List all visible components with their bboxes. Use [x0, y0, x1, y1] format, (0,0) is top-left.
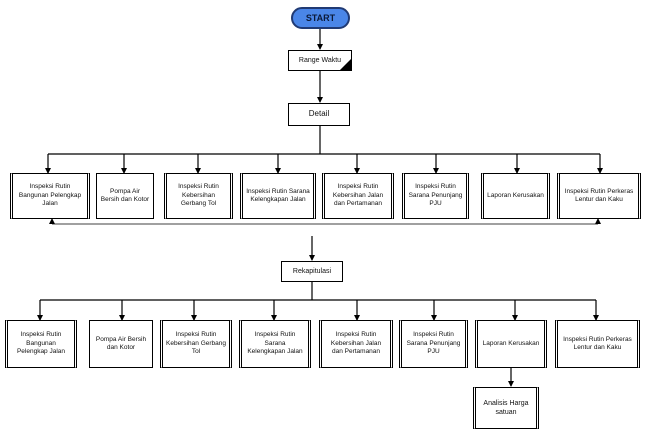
- process-box-row1: Inspeksi Rutin Kebersihan Gerbang Tol: [164, 173, 233, 219]
- process-box-row2: Inspeksi Rutin Bangunan Pelengkap Jalan: [5, 320, 77, 368]
- process-box-row1: Inspeksi Rutin Perkeras Lentur dan Kaku: [557, 173, 641, 219]
- process-box-row2: Inspeksi Rutin Sarana Penunjang PJU: [399, 320, 468, 368]
- process-box-row1: Inspeksi Rutin Bangunan Pelengkap Jalan: [10, 173, 90, 219]
- process-box-row1: Inspeksi Rutin Sarana Kelengkapan Jalan: [240, 173, 316, 219]
- process-box-row2: Laporan Kerusakan: [475, 320, 547, 368]
- process-box-row2: Inspeksi Rutin Sarana Kelengkapan Jalan: [239, 320, 311, 368]
- start-terminal: START: [291, 7, 350, 29]
- process-box-row2: Inspeksi Rutin Perkeras Lentur dan Kaku: [555, 320, 640, 368]
- range-waktu-box: Range Waktu: [288, 50, 352, 71]
- process-box-row2: Inspeksi Rutin Kebersihan Jalan dan Pert…: [319, 320, 393, 368]
- analisis-harga-box: Analisis Harga satuan: [473, 387, 539, 429]
- process-box-row2: Inspeksi Rutin Kebersihan Gerbang Tol: [160, 320, 232, 368]
- process-box-row1: Inspeksi Rutin Kebersihan Jalan dan Pert…: [322, 173, 394, 219]
- process-box-row1: Pompa Air Bersih dan Kotor: [96, 173, 154, 219]
- rekapitulasi-box: Rekapitulasi: [281, 261, 343, 282]
- corner-marker-icon: [340, 59, 351, 70]
- range-waktu-label: Range Waktu: [298, 56, 342, 64]
- process-box-row1: Inspeksi Rutin Sarana Penunjang PJU: [402, 173, 469, 219]
- detail-box: Detail: [288, 103, 350, 126]
- process-box-row1: Laporan Kerusakan: [481, 173, 550, 219]
- process-box-row2: Pompa Air Bersih dan Kotor: [89, 320, 153, 368]
